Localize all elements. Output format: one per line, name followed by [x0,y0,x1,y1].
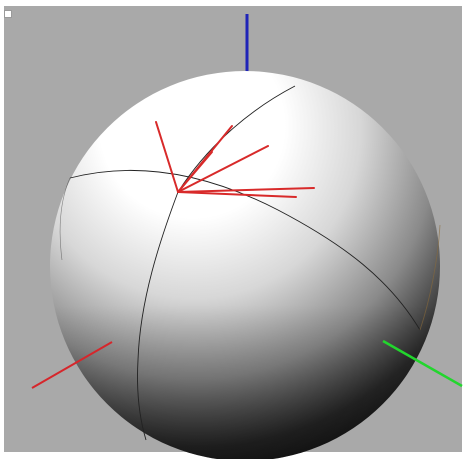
corner-tag [4,10,12,18]
great-circle-2 [137,191,179,441]
sphere-shade [50,71,440,459]
great-circle-1 [69,169,421,331]
x-axis-line [31,341,113,389]
vector-5 [177,191,297,198]
vector-1 [155,121,179,193]
vector-3 [177,145,269,193]
great-circle-4 [59,177,71,261]
great-circle-5 [419,224,441,331]
vector-bundle [155,121,315,198]
great-circle-3 [177,85,296,193]
vector-4 [177,187,315,193]
vector-6 [177,151,213,193]
y-axis-line [382,339,463,388]
